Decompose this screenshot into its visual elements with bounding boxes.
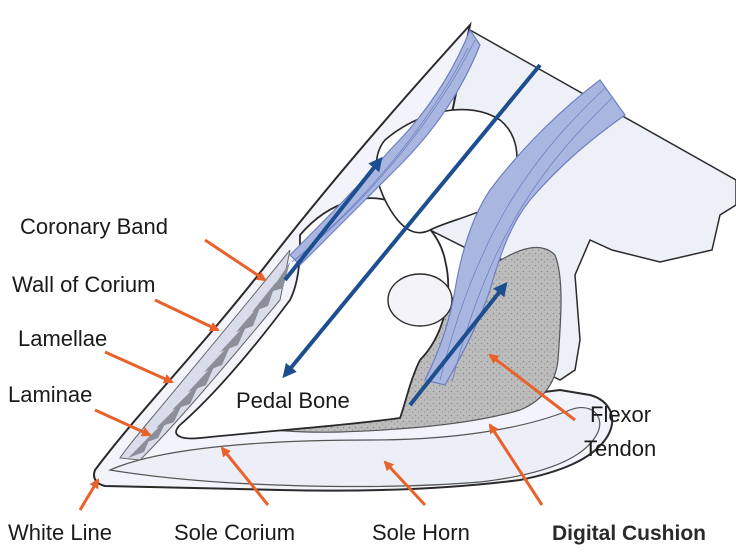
- label-flexor: Flexor: [590, 402, 651, 427]
- label-wall-of-corium: Wall of Corium: [12, 272, 155, 297]
- arrow-white-line: [80, 480, 98, 510]
- label-laminae: Laminae: [8, 382, 92, 407]
- label-tendon: Tendon: [584, 436, 656, 461]
- navicular-bone: [388, 274, 452, 326]
- label-lamellae: Lamellae: [18, 326, 107, 351]
- label-coronary-band: Coronary Band: [20, 214, 168, 239]
- arrow-coronary-band: [205, 240, 265, 280]
- label-sole-corium: Sole Corium: [174, 520, 295, 545]
- arrow-lamellae: [105, 352, 172, 382]
- label-pedal-bone: Pedal Bone: [236, 388, 350, 413]
- label-white-line: White Line: [8, 520, 112, 545]
- arrow-wall-of-corium: [155, 300, 218, 330]
- label-digital-cushion: Digital Cushion: [552, 522, 706, 545]
- label-sole-horn: Sole Horn: [372, 520, 470, 545]
